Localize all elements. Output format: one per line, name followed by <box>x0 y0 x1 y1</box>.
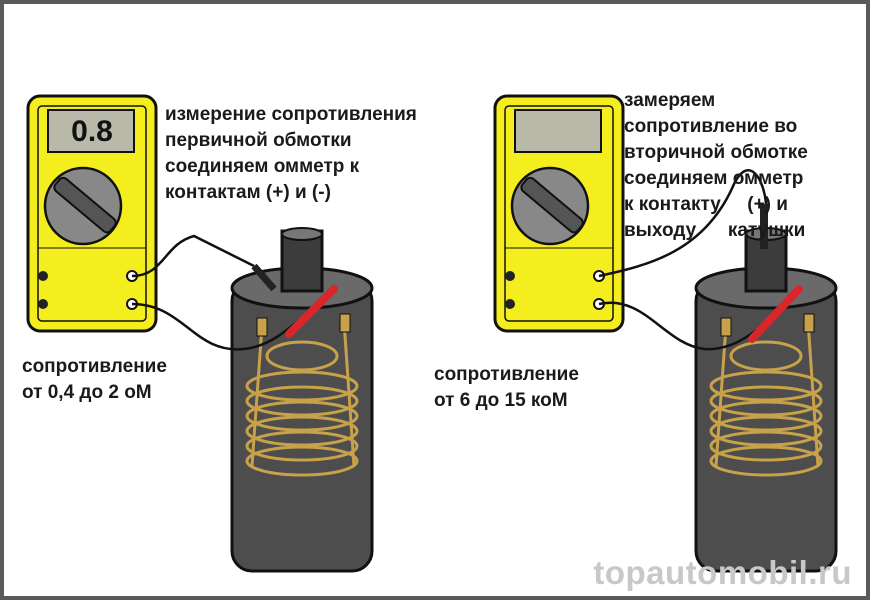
ignition-coil-left <box>230 226 374 573</box>
ignition-coil-right <box>694 226 838 573</box>
caption-line: измерение сопротивления <box>165 104 417 125</box>
resistance-line: от 6 до 15 коМ <box>434 390 568 411</box>
caption-line: первичной обмотки <box>165 130 352 151</box>
caption-line: выходу катушки <box>624 220 806 241</box>
caption-line: сопротивление во <box>624 116 798 137</box>
black-probe-left <box>251 263 277 292</box>
multimeter-right <box>493 94 625 333</box>
caption-line: замеряем <box>624 90 716 111</box>
left-resistance-label: сопротивление от 0,4 до 2 оМ <box>22 354 167 406</box>
left-caption: измерение сопротивления первичной обмотк… <box>165 102 417 206</box>
caption-line: к контакту (+) и <box>624 194 788 215</box>
caption-line: вторичной обмотке <box>624 142 808 163</box>
resistance-line: сопротивление <box>22 356 167 377</box>
watermark: topautomobil.ru <box>593 554 852 591</box>
red-probe-right <box>748 285 803 343</box>
caption-line: соединяем омметр <box>624 168 804 189</box>
resistance-line: сопротивление <box>434 364 579 385</box>
resistance-line: от 0,4 до 2 оМ <box>22 382 152 403</box>
right-caption: замеряем сопротивление во вторичной обмо… <box>624 88 808 244</box>
diagram-canvas: 0.8 измерение сопротивления первичной об… <box>4 4 866 596</box>
illustration <box>26 94 838 573</box>
caption-line: соединяем омметр к <box>165 156 360 177</box>
right-resistance-label: сопротивление от 6 до 15 коМ <box>434 362 579 414</box>
red-probe-left <box>285 285 338 338</box>
meter-display-reading: 0.8 <box>71 115 113 148</box>
caption-line: контактам (+) и (-) <box>165 182 331 203</box>
